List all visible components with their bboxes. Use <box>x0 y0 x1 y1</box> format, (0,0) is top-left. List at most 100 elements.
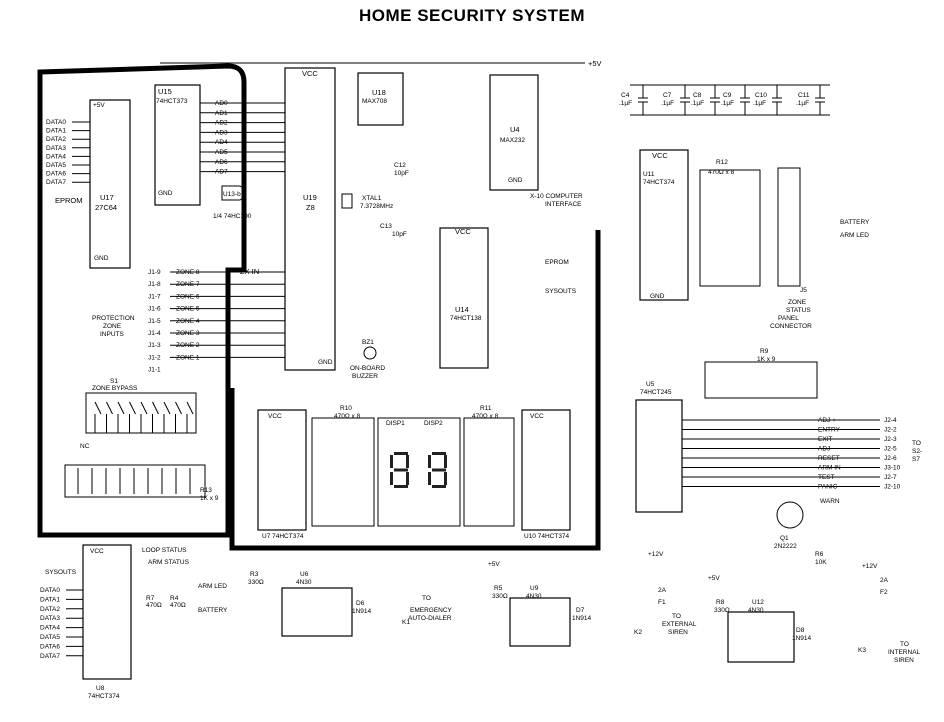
r7-ref: R7 <box>146 595 155 602</box>
cap-value: .1µF <box>661 100 674 107</box>
to-external-1: TO <box>672 613 681 620</box>
data-bus-label: DATA2 <box>46 136 66 143</box>
segment <box>428 455 431 468</box>
segment <box>390 472 393 485</box>
protection-label-2: ZONE <box>103 323 122 330</box>
r10-ref: R10 <box>340 405 352 412</box>
segment <box>444 472 447 485</box>
r13-network <box>64 464 206 498</box>
status-jack: J2-6 <box>884 455 897 462</box>
cap-value: .1µF <box>691 100 704 107</box>
q1-transistor <box>776 501 804 529</box>
status-jack: J2-3 <box>884 436 897 443</box>
u8-data-label: DATA6 <box>40 643 60 650</box>
u10-label: U10 74HCT374 <box>524 533 570 540</box>
u17-chip <box>89 99 131 269</box>
to-internal-1: TO <box>900 641 909 648</box>
cap-ref: C10 <box>755 92 767 99</box>
switch-lever <box>106 401 113 415</box>
segment <box>394 468 408 472</box>
c12-ref: C12 <box>394 162 406 169</box>
r9-val: 1K x 9 <box>757 356 776 363</box>
page-title: HOME SECURITY SYSTEM <box>359 6 585 25</box>
zone-jack: J1-8 <box>148 281 161 288</box>
u12-part: 4N30 <box>748 607 764 614</box>
u8-data-label: DATA1 <box>40 596 60 603</box>
u4-ref: U4 <box>510 125 520 134</box>
zone-jack: J1-6 <box>148 306 161 313</box>
vcc-label-top: +5V <box>588 59 602 68</box>
status-jack: J2-5 <box>884 446 897 453</box>
board-frame-left <box>37 63 247 538</box>
data-bus-label: DATA4 <box>46 153 66 160</box>
zone-status-label-1: ZONE <box>788 299 807 306</box>
r13-val: 1K x 9 <box>200 495 219 502</box>
data-bus-label: DATA1 <box>46 128 66 135</box>
r13-ref: R13 <box>200 487 212 494</box>
f1-ref: F1 <box>658 599 666 606</box>
to-s2-label-3: S7 <box>912 456 920 463</box>
arm-led-label: ARM LED <box>840 232 869 239</box>
status-jack: J2-7 <box>884 474 897 481</box>
d7-ref: D7 <box>576 607 585 614</box>
u13b-gate <box>221 185 247 201</box>
u18-ref: U18 <box>372 88 386 97</box>
u11-chip <box>639 149 689 301</box>
xtal-freq: 7.3728MHz <box>360 203 393 210</box>
zone-jack: J1-2 <box>148 354 161 361</box>
battery-label: BATTERY <box>840 219 870 226</box>
r8-val: 330Ω <box>714 607 730 614</box>
r10-val: 470Ω x 8 <box>334 413 361 420</box>
r3-val: 330Ω <box>248 579 264 586</box>
segment <box>390 455 393 468</box>
zone-jack: J1-9 <box>148 269 161 276</box>
battery-2: BATTERY <box>198 607 228 614</box>
u19-chip <box>284 67 336 371</box>
r11-network <box>463 417 515 527</box>
u11-ref: U11 <box>643 171 655 178</box>
protection-label-3: INPUTS <box>100 331 125 338</box>
u14-chip <box>439 227 489 369</box>
u4-gnd: GND <box>508 177 523 184</box>
status-jack: J2-4 <box>884 417 897 424</box>
data-bus-label: DATA0 <box>46 119 66 126</box>
u14-ref: U14 <box>455 305 469 314</box>
segment <box>394 452 408 455</box>
r4-ref: R4 <box>170 595 179 602</box>
switch-lever <box>152 401 159 415</box>
u8-data-label: DATA2 <box>40 606 60 613</box>
zone-status-label-3: PANEL <box>778 315 799 322</box>
switch-lever <box>117 401 125 415</box>
segment <box>432 468 446 472</box>
to-internal-3: SIREN <box>894 657 914 664</box>
u8-vcc: VCC <box>90 548 104 555</box>
u8-chip <box>82 544 132 680</box>
u12-opto <box>727 611 795 663</box>
r5-ref: R5 <box>494 585 503 592</box>
r12-val: 470Ω x 8 <box>708 169 735 176</box>
data-bus-label: DATA3 <box>46 145 66 152</box>
to-external-2: EXTERNAL <box>662 621 697 628</box>
f2-ref: F2 <box>880 589 888 596</box>
u10-vcc: VCC <box>530 413 544 420</box>
d6-ref: D6 <box>356 600 365 607</box>
f2-val: 2A <box>880 577 889 584</box>
r11-ref: R11 <box>480 405 492 412</box>
r12-network <box>699 169 761 287</box>
d7-part: 1N914 <box>572 615 592 622</box>
u9-part: 4N30 <box>526 593 542 600</box>
u17-part: 27C64 <box>95 203 117 212</box>
bypass-switches <box>94 401 194 433</box>
buzzer-label-2: BUZZER <box>352 373 378 380</box>
switch-lever <box>94 401 102 415</box>
bz1-ref: BZ1 <box>362 339 374 346</box>
c13-ref: C13 <box>380 223 392 230</box>
segment <box>432 485 446 488</box>
zone-status-label-2: STATUS <box>786 307 811 314</box>
d8-ref: D8 <box>796 627 805 634</box>
status-jack: J2-2 <box>884 427 897 434</box>
